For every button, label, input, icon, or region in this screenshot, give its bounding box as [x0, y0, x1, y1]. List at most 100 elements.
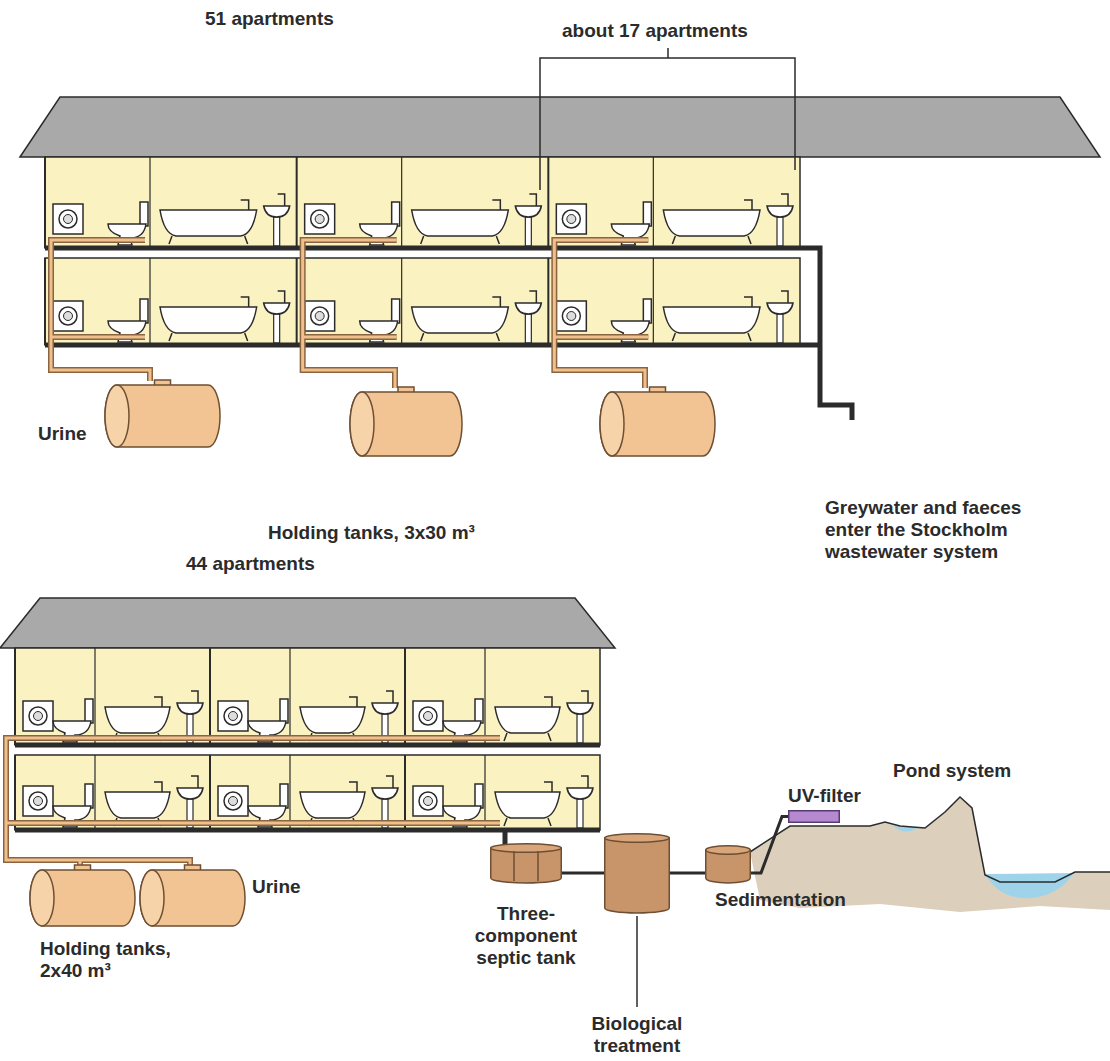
label: Pond system [893, 760, 1043, 782]
urine-pipe [554, 240, 648, 388]
wall [401, 258, 402, 345]
toilet-cistern [643, 299, 651, 323]
leader-line [636, 916, 638, 1007]
wall [289, 648, 290, 745]
urine-pipe [6, 738, 500, 868]
bath-tap [349, 782, 357, 792]
sink [515, 303, 541, 314]
node-label: UV-filter [788, 785, 878, 807]
washing-machine [413, 786, 443, 816]
bathtub [495, 707, 560, 733]
label: 44 apartments [186, 553, 406, 575]
sink-pedestal [577, 714, 583, 743]
sedimentation-tank-shape [705, 845, 751, 883]
washer-drum [34, 712, 43, 721]
sink [177, 703, 203, 714]
pipe-line [562, 872, 604, 875]
bathtub [160, 307, 257, 333]
washer-drum [315, 312, 324, 321]
washing-machine [218, 786, 248, 816]
sink [264, 206, 290, 217]
treatment-tank: Biological treatment [604, 833, 670, 913]
washer-drum [229, 712, 238, 721]
sink-pedestal [577, 799, 583, 828]
bathtub [105, 792, 170, 818]
sink-tap [278, 194, 285, 206]
label: Holding tanks, 3x30 m³ [268, 522, 668, 544]
toilet-cistern [392, 202, 400, 226]
apartment-floor [15, 755, 600, 830]
tank-end [350, 392, 374, 456]
node-label: Biological treatment [577, 1013, 697, 1057]
sink-tap [529, 194, 536, 206]
node-label: Three-component septic tank [466, 903, 586, 969]
greywater-pipe [45, 343, 800, 348]
sink-tap [529, 291, 536, 303]
washer-drum [424, 712, 433, 721]
washer-door [562, 210, 580, 228]
washing-machine [23, 701, 53, 731]
uv-filter-shape [788, 810, 840, 823]
sedimentation-tank: Sedimentation [705, 845, 751, 883]
bathtub-feet [421, 333, 500, 341]
washing-machine [218, 701, 248, 731]
apartment-floor [45, 258, 800, 345]
washer-drum [424, 797, 433, 806]
wall [404, 755, 406, 830]
washing-machine [305, 204, 335, 234]
sink [767, 303, 793, 314]
washer-drum [567, 312, 576, 321]
bathtub-feet [672, 236, 751, 244]
bathtub [412, 307, 509, 333]
wall [653, 157, 654, 248]
greywater-pipe [15, 828, 600, 833]
wall [547, 157, 549, 248]
washing-machine [556, 204, 586, 234]
septic-tank: Three-component septic tank [490, 843, 562, 883]
sink-tap [386, 776, 393, 788]
bath-tap [154, 782, 162, 792]
wall [94, 648, 95, 745]
sink-tap [781, 291, 788, 303]
washer-door [311, 210, 329, 228]
treatment-tank-shape [604, 833, 670, 913]
bathtub [412, 210, 509, 236]
washer-drum [64, 215, 73, 224]
washer-drum [34, 797, 43, 806]
toilet-cistern [85, 784, 93, 808]
sink [567, 788, 593, 799]
bath-tap [241, 200, 249, 210]
toilet-cistern [280, 699, 288, 723]
bathtub-feet [421, 236, 500, 244]
wall [149, 157, 150, 248]
wall [404, 648, 406, 745]
uv-filter: UV-filter [788, 810, 840, 823]
sink-pedestal [525, 217, 531, 246]
wall [94, 755, 95, 830]
toilet-cistern [475, 699, 483, 723]
bath-tap [241, 297, 249, 307]
wall [44, 258, 46, 345]
washer-drum [315, 215, 324, 224]
apartment-floor [45, 157, 800, 248]
sink-tap [191, 691, 198, 703]
washer-door [59, 307, 77, 325]
tank-end [600, 392, 624, 456]
urine-pipe-outline [6, 738, 500, 868]
bath-tap [492, 200, 500, 210]
toilet-cistern [140, 202, 148, 226]
toilet-cistern [280, 784, 288, 808]
septic-tank-shape [490, 843, 562, 883]
sink-pedestal [777, 217, 783, 246]
tank-end [105, 385, 129, 447]
wall [209, 648, 211, 745]
wall [653, 258, 654, 345]
washer-door [59, 210, 77, 228]
wall [484, 755, 485, 830]
washing-machine [305, 301, 335, 331]
washer-door [224, 707, 242, 725]
sink [515, 206, 541, 217]
greywater-pipe [800, 248, 852, 420]
sink-tap [278, 291, 285, 303]
bath-tap [744, 200, 752, 210]
